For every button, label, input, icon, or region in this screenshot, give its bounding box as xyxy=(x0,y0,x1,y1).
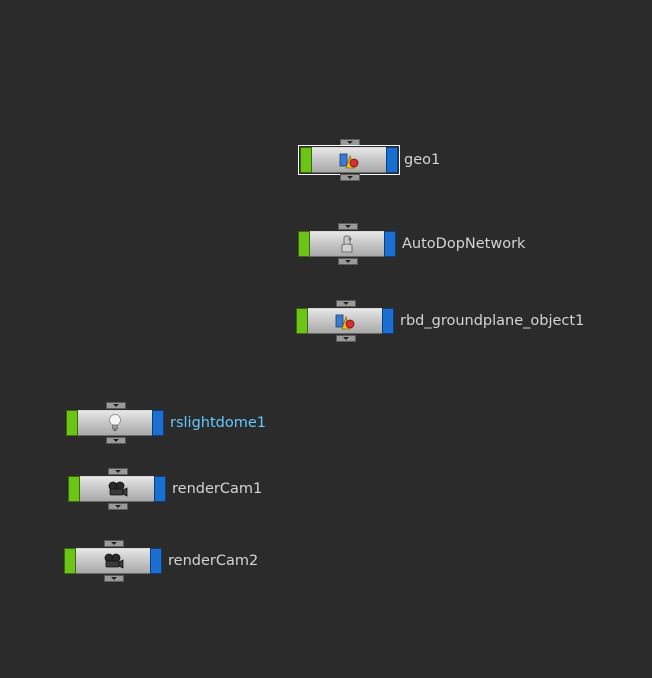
display-flag[interactable] xyxy=(298,231,310,257)
input-connector[interactable] xyxy=(340,139,360,146)
input-connector[interactable] xyxy=(108,468,128,475)
node-body[interactable] xyxy=(296,308,394,334)
node-label[interactable]: renderCam1 xyxy=(172,481,263,497)
render-flag[interactable] xyxy=(386,147,398,173)
node-icon-area[interactable] xyxy=(312,147,386,173)
node-icon-area[interactable] xyxy=(80,476,154,502)
node-autodopnetwork[interactable]: AutoDopNetwork xyxy=(298,223,525,265)
node-rendercam2[interactable]: renderCam2 xyxy=(64,540,258,582)
input-connector[interactable] xyxy=(104,540,124,547)
display-flag[interactable] xyxy=(64,548,76,574)
render-flag[interactable] xyxy=(150,548,162,574)
node-body[interactable] xyxy=(66,410,164,436)
input-connector[interactable] xyxy=(336,300,356,307)
node-label[interactable]: rslightdome1 xyxy=(170,415,266,431)
display-flag[interactable] xyxy=(68,476,80,502)
light-bulb-icon xyxy=(107,413,123,433)
dop-network-icon xyxy=(338,234,356,254)
node-icon-area[interactable] xyxy=(310,231,384,257)
display-flag[interactable] xyxy=(296,308,308,334)
node-rbd-groundplane-object1[interactable]: rbd_groundplane_object1 xyxy=(296,300,584,342)
node-label[interactable]: geo1 xyxy=(404,152,441,168)
output-connector[interactable] xyxy=(336,335,356,342)
node-geo1[interactable]: geo1 xyxy=(298,139,440,181)
output-connector[interactable] xyxy=(338,258,358,265)
node-rendercam1[interactable]: renderCam1 xyxy=(68,468,262,510)
render-flag[interactable] xyxy=(384,231,396,257)
output-connector[interactable] xyxy=(104,575,124,582)
node-icon-area[interactable] xyxy=(76,548,150,574)
output-connector[interactable] xyxy=(106,437,126,444)
node-body[interactable] xyxy=(68,476,166,502)
display-flag[interactable] xyxy=(300,147,312,173)
input-connector[interactable] xyxy=(338,223,358,230)
camera-icon xyxy=(106,480,128,498)
geometry-object-icon xyxy=(334,311,356,331)
output-connector[interactable] xyxy=(340,174,360,181)
render-flag[interactable] xyxy=(154,476,166,502)
node-body[interactable] xyxy=(298,145,400,175)
node-icon-area[interactable] xyxy=(308,308,382,334)
camera-icon xyxy=(102,552,124,570)
node-body[interactable] xyxy=(64,548,162,574)
node-body[interactable] xyxy=(298,231,396,257)
input-connector[interactable] xyxy=(106,402,126,409)
render-flag[interactable] xyxy=(152,410,164,436)
node-label[interactable]: renderCam2 xyxy=(168,553,259,569)
node-label[interactable]: AutoDopNetwork xyxy=(402,236,526,252)
render-flag[interactable] xyxy=(382,308,394,334)
geometry-object-icon xyxy=(338,150,360,170)
display-flag[interactable] xyxy=(66,410,78,436)
node-icon-area[interactable] xyxy=(78,410,152,436)
output-connector[interactable] xyxy=(108,503,128,510)
node-label[interactable]: rbd_groundplane_object1 xyxy=(400,313,585,329)
node-rslightdome1[interactable]: rslightdome1 xyxy=(66,402,266,444)
